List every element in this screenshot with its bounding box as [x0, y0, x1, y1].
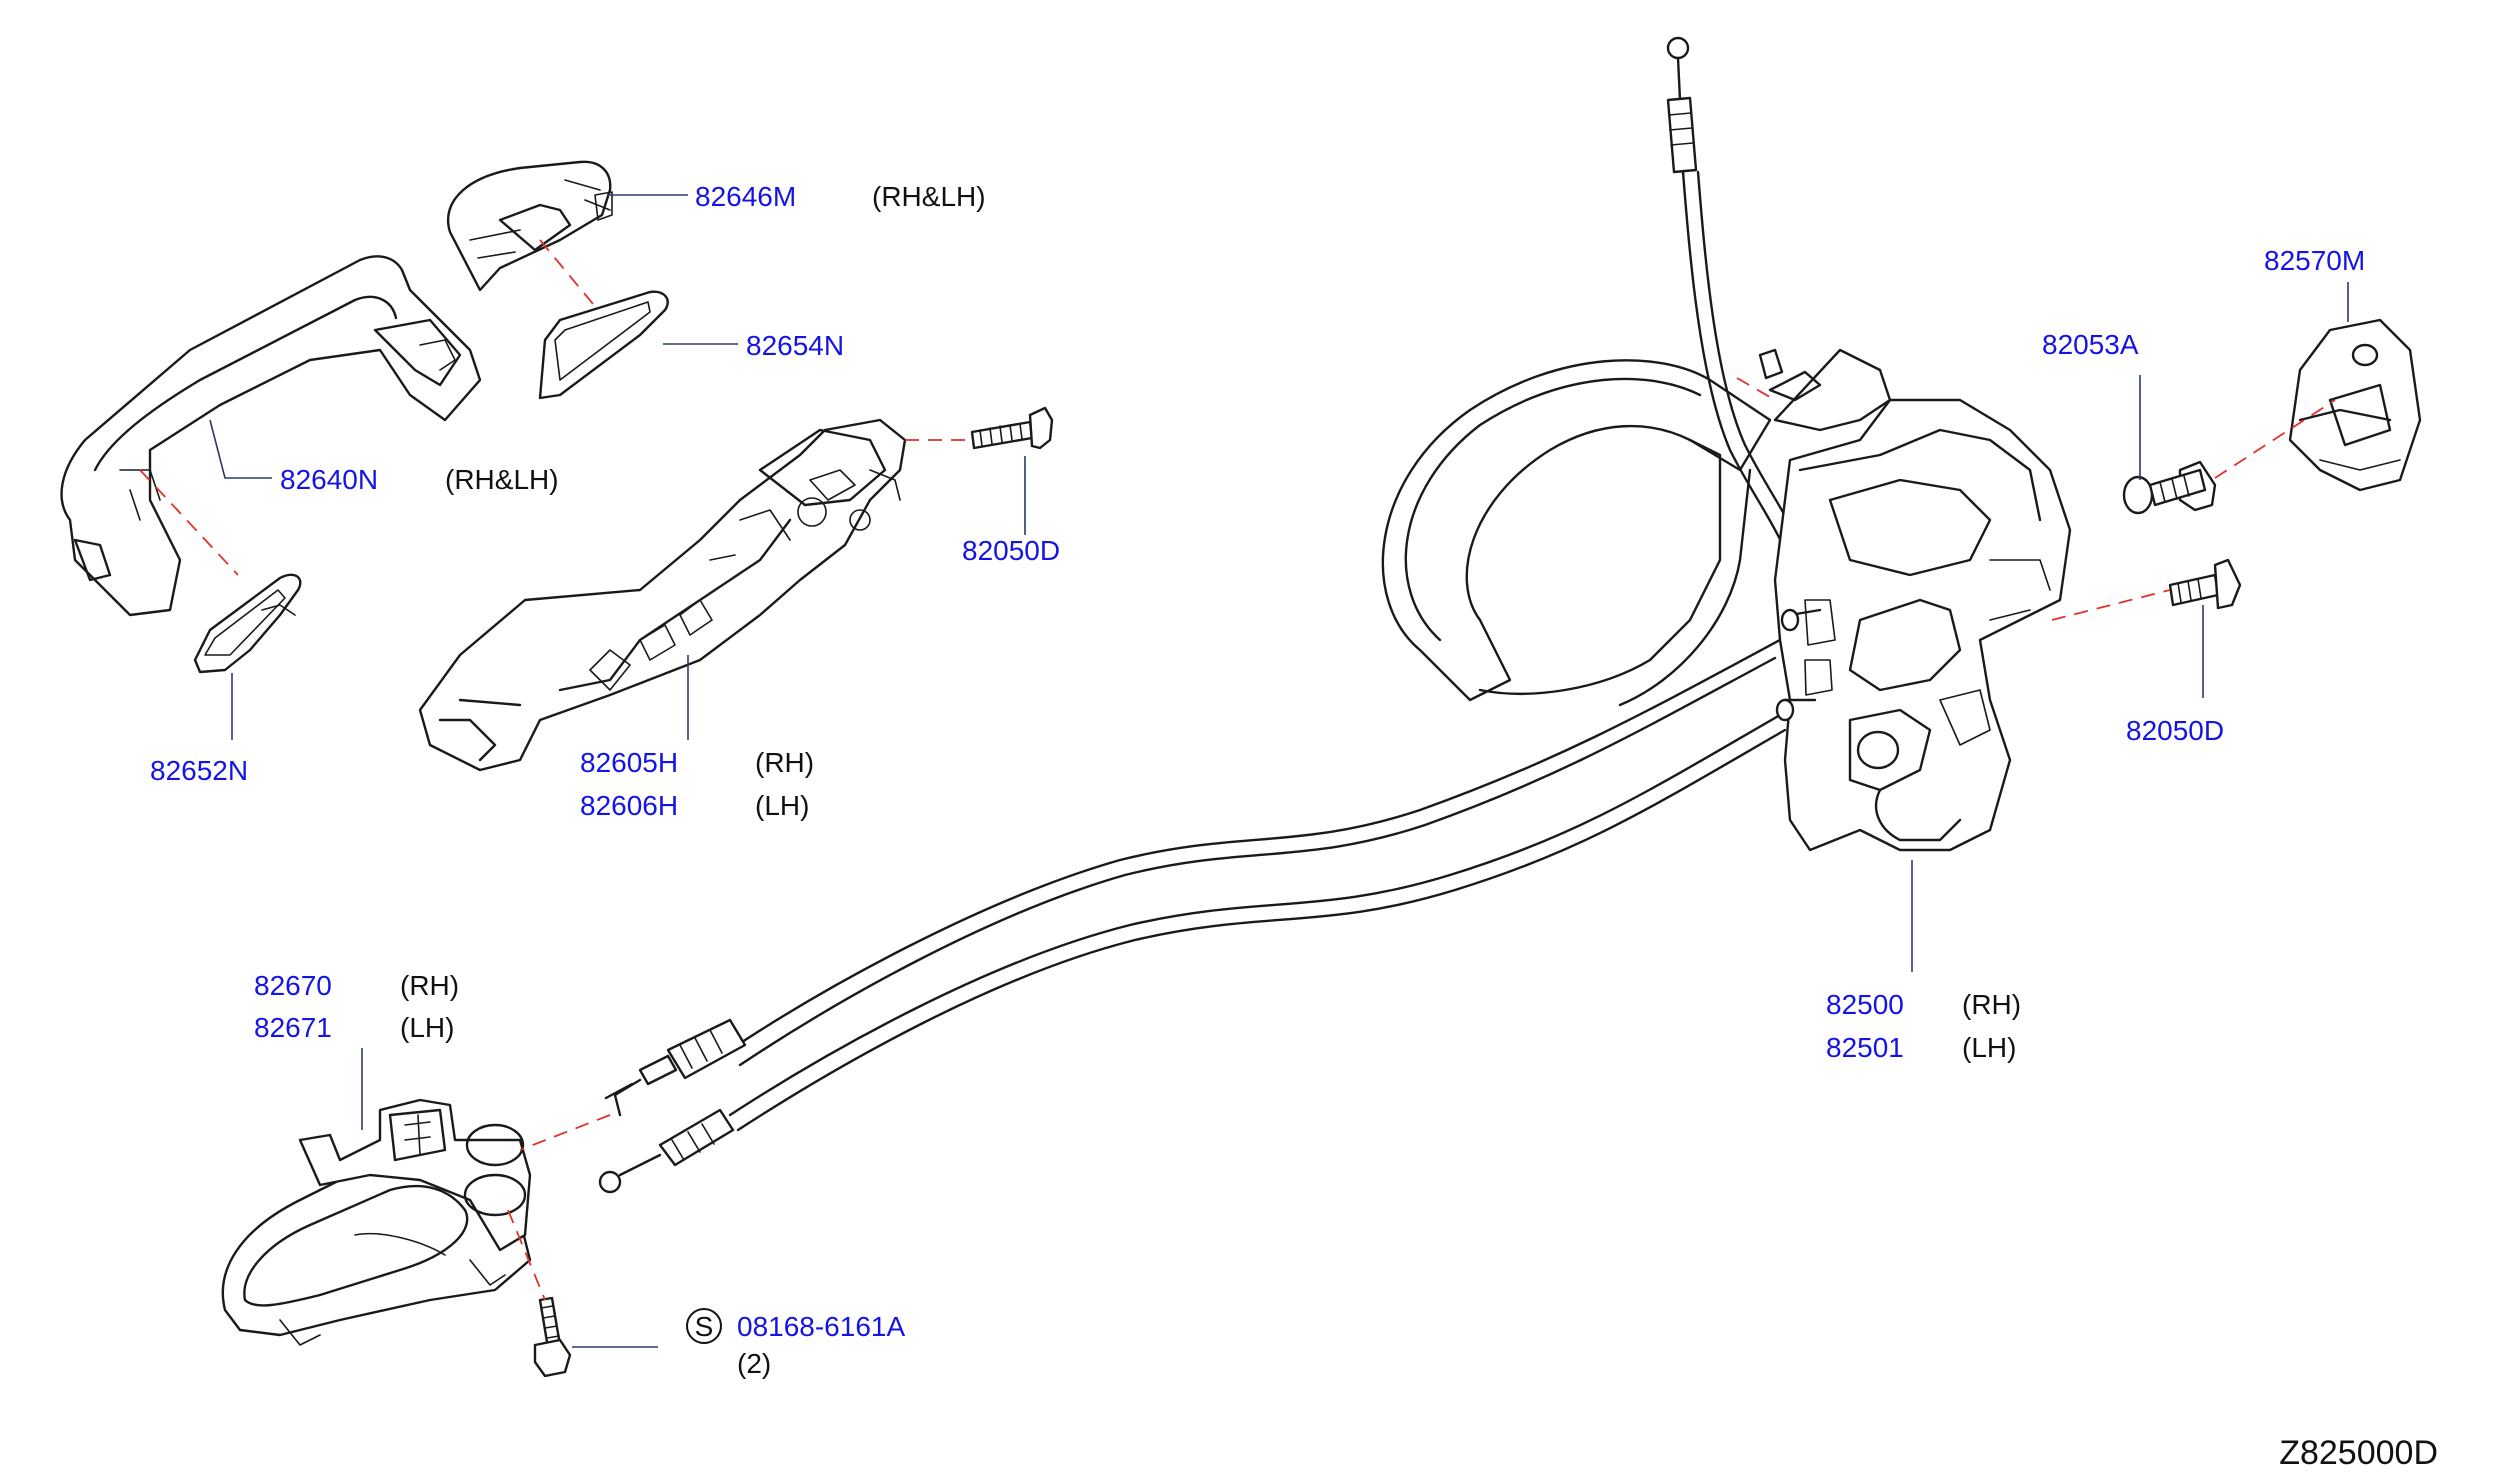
- escutcheon-82646m: [447, 160, 613, 292]
- part-number: 08168-6161A: [737, 1311, 905, 1342]
- part-note: (RH): [400, 970, 459, 1001]
- gasket-82654n: [538, 290, 669, 400]
- callout-82050d-upper: 82050D: [962, 535, 1060, 566]
- callout-82646m: 82646M (RH&LH): [695, 181, 986, 212]
- callout-82654n: 82654N: [746, 330, 844, 361]
- s-symbol: S: [695, 1311, 714, 1342]
- part-note: (LH): [400, 1012, 454, 1043]
- callout-08168-6161a: S 08168-6161A (2): [686, 1308, 905, 1379]
- cable-loop: [1381, 359, 1772, 707]
- part-note: (LH): [755, 790, 809, 821]
- bolt-82050d-upper: [970, 406, 1054, 450]
- callout-82570m: 82570M: [2264, 245, 2365, 276]
- bolt-82053a: [2122, 460, 2217, 515]
- s-symbol-circle: [686, 1308, 722, 1344]
- part-number: 82652N: [150, 755, 248, 786]
- bolt-82050d-right: [2168, 558, 2242, 610]
- part-note: (RH): [755, 747, 814, 778]
- striker-82570m: [2288, 318, 2422, 492]
- callout-82652n: 82652N: [150, 755, 248, 786]
- alignment-lines: [139, 239, 2336, 1301]
- part-number: 82670: [254, 970, 332, 1001]
- cable-assembly: [598, 638, 1787, 1194]
- callout-82671: 82671 (LH): [254, 1012, 454, 1043]
- callout-82670: 82670 (RH): [254, 970, 459, 1001]
- part-number: 82606H: [580, 790, 678, 821]
- leader-lines: [209, 194, 2349, 1348]
- part-note: (RH&LH): [872, 181, 986, 212]
- part-number: 82671: [254, 1012, 332, 1043]
- part-number: 82500: [1826, 989, 1904, 1020]
- part-number: 82050D: [962, 535, 1060, 566]
- callout-82053a: 82053A: [2042, 329, 2139, 360]
- callout-82050d-right: 82050D: [2126, 715, 2224, 746]
- part-number: 82053A: [2042, 329, 2139, 360]
- gasket-82652n: [193, 573, 302, 674]
- handle-bracket-82605h: [418, 418, 907, 772]
- part-note: (LH): [1962, 1032, 2016, 1063]
- part-number: 82605H: [580, 747, 678, 778]
- part-number: 82646M: [695, 181, 796, 212]
- part-number: 82570M: [2264, 245, 2365, 276]
- part-note: (RH&LH): [445, 464, 559, 495]
- part-number: 82050D: [2126, 715, 2224, 746]
- callout-82606h: 82606H (LH): [580, 790, 809, 821]
- part-number: 82640N: [280, 464, 378, 495]
- part-note: (RH): [1962, 989, 2021, 1020]
- screw-08168-6161a: [533, 1296, 572, 1378]
- part-number: 82501: [1826, 1032, 1904, 1063]
- callout-82501: 82501 (LH): [1826, 1032, 2016, 1063]
- door-lock-82500: [1758, 348, 2072, 852]
- callout-82640n: 82640N (RH&LH): [280, 464, 559, 495]
- inside-handle-82670: [221, 1098, 532, 1346]
- part-number: 82654N: [746, 330, 844, 361]
- diagram-code: Z825000D: [2279, 1434, 2438, 1472]
- callout-82605h: 82605H (RH): [580, 747, 814, 778]
- callout-82500: 82500 (RH): [1826, 989, 2021, 1020]
- part-note: (2): [737, 1348, 771, 1379]
- outside-handle-82640n: [60, 255, 482, 617]
